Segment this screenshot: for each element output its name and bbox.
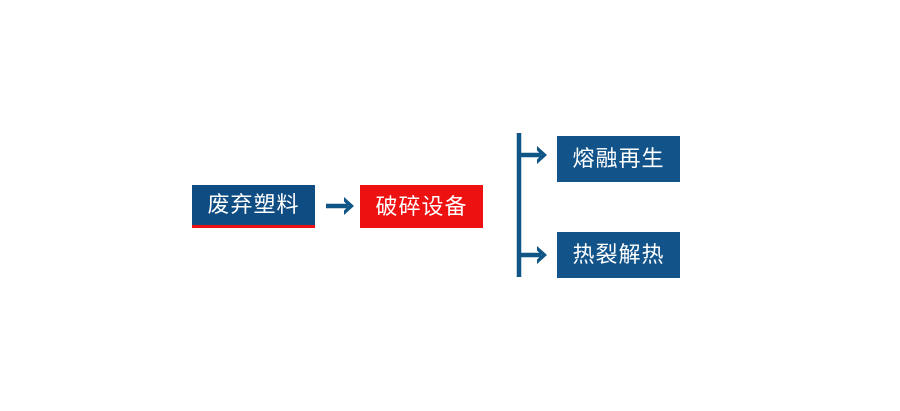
bracket-split-icon	[516, 133, 547, 277]
connector-split-bracket	[505, 125, 561, 287]
node-input-label: 废弃塑料	[207, 192, 300, 217]
node-output-bottom-label: 热裂解热	[572, 242, 665, 267]
node-crushing-equipment[interactable]: 破碎设备	[360, 185, 483, 228]
node-output-melt-regeneration[interactable]: 熔融再生	[557, 136, 680, 182]
node-input-material[interactable]: 废弃塑料	[192, 185, 315, 228]
node-process-label: 破碎设备	[375, 193, 468, 219]
arrow-input-to-process	[320, 192, 360, 220]
right-arrow-icon	[326, 197, 354, 215]
node-output-top-label: 熔融再生	[572, 146, 665, 171]
node-output-pyrolysis[interactable]: 热裂解热	[557, 232, 680, 278]
